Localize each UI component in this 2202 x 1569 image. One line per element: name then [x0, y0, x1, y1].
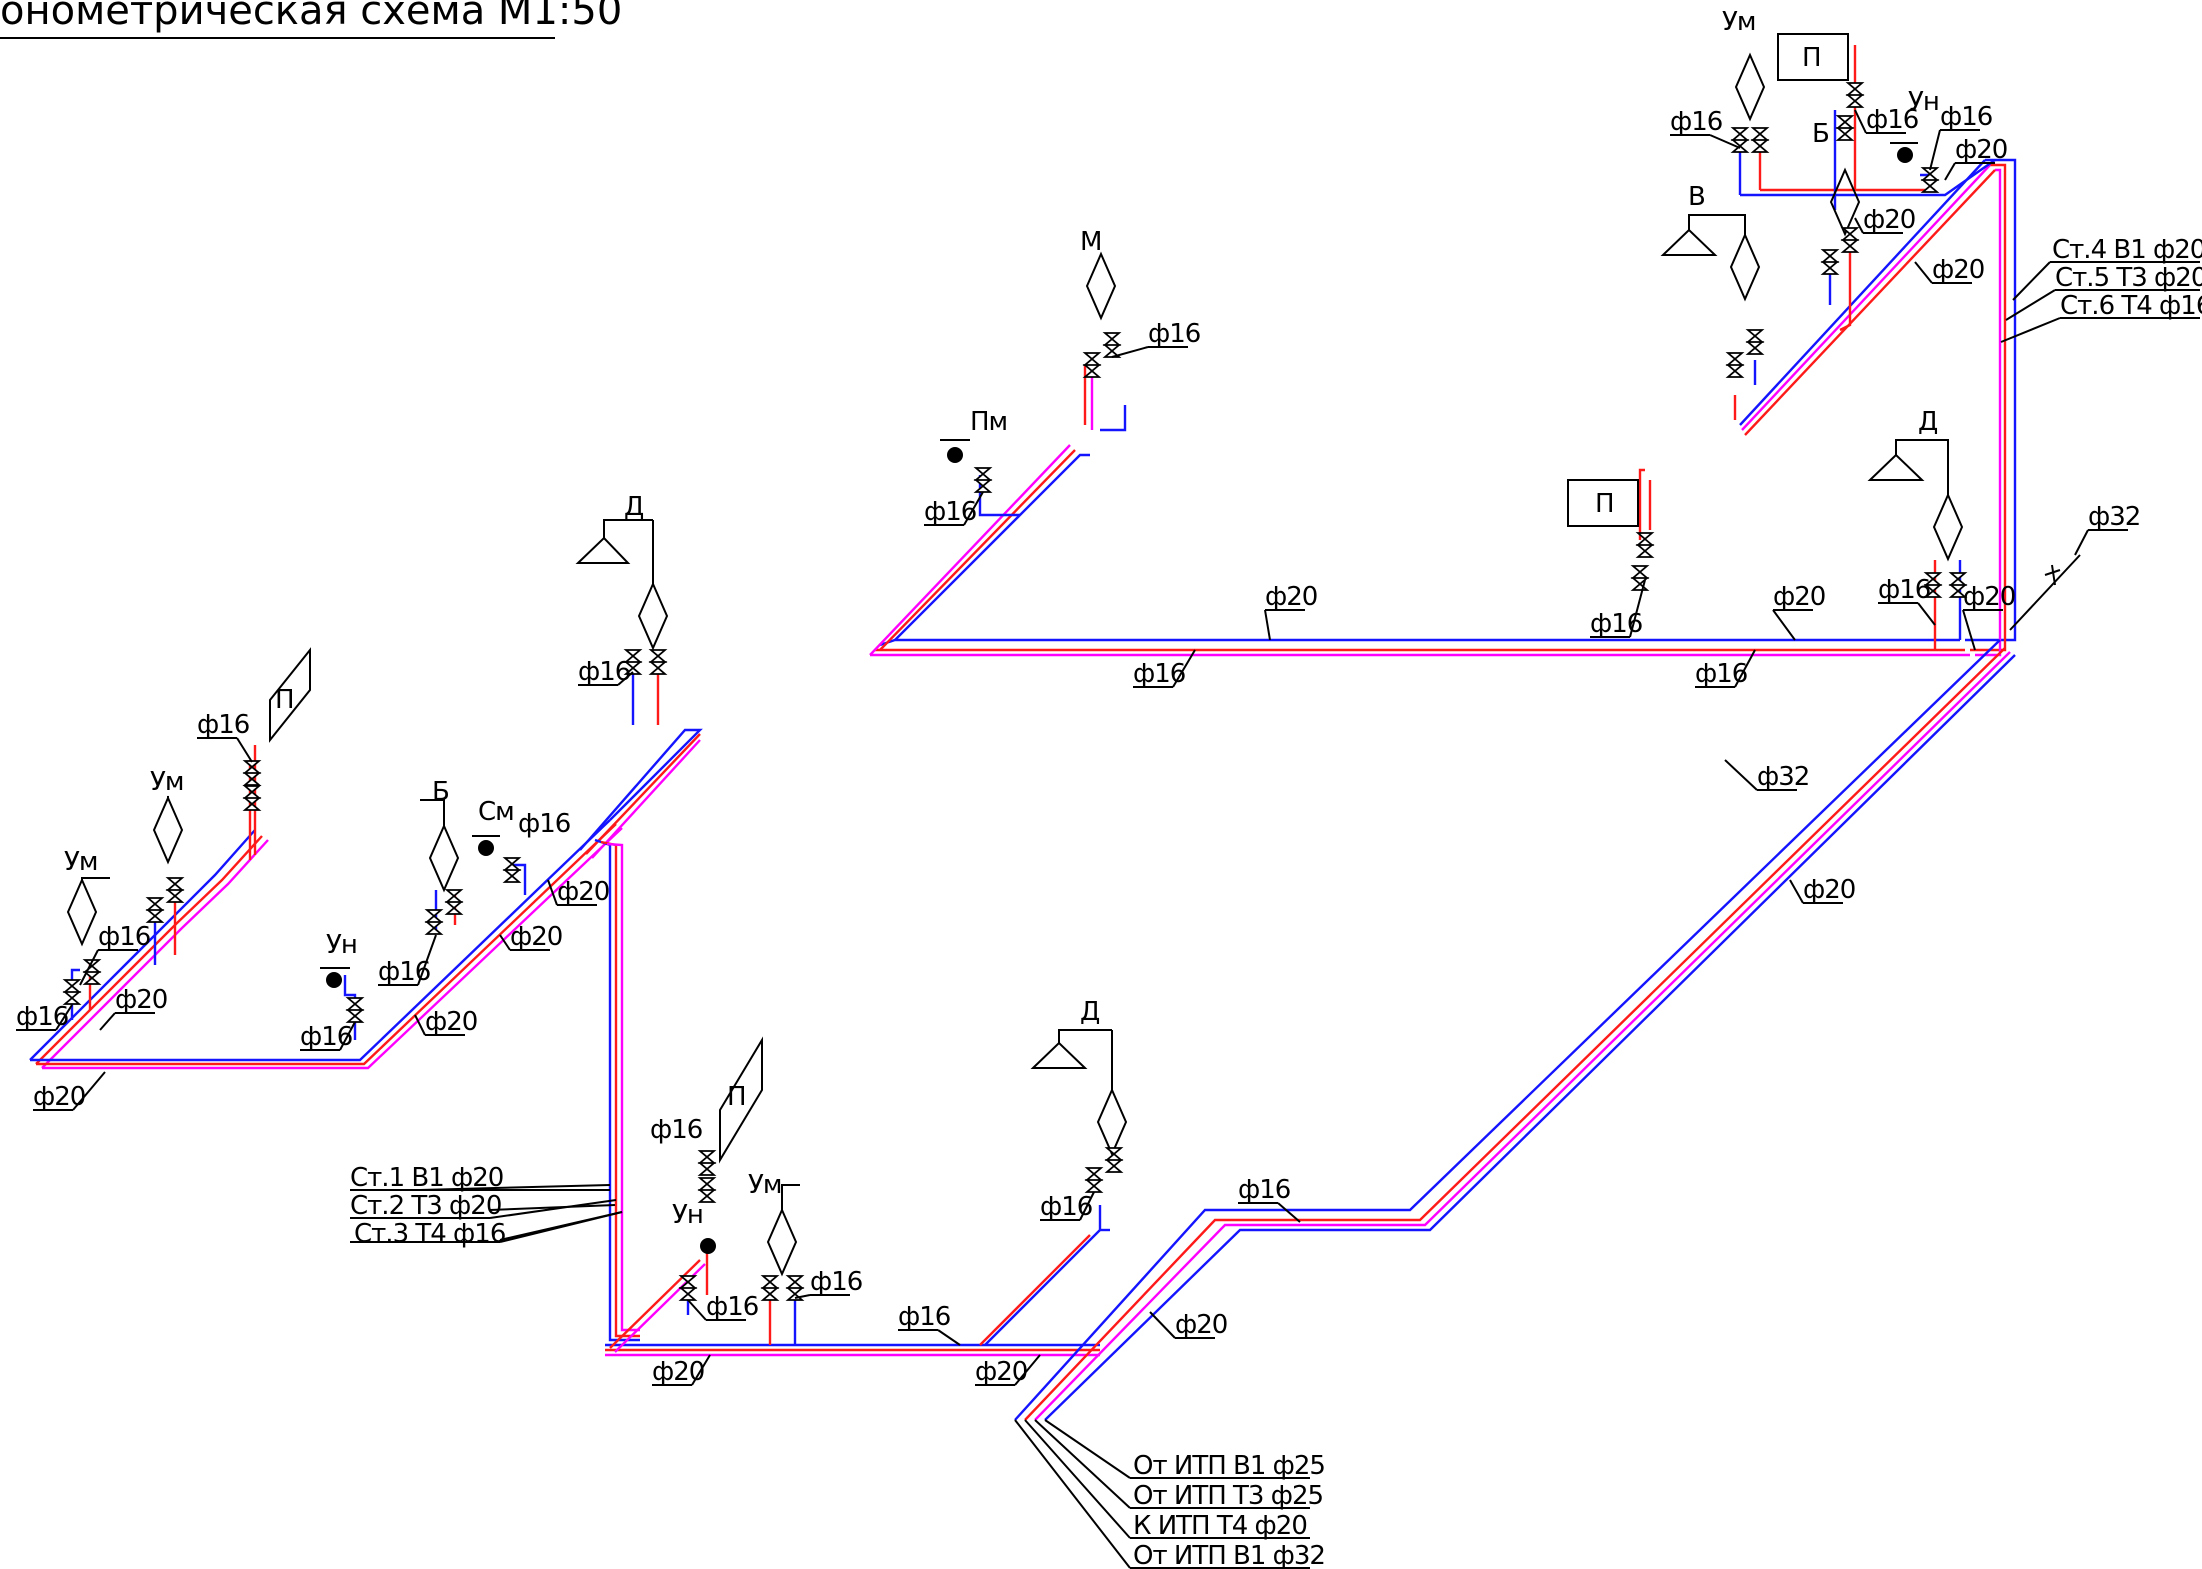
leader-lines: [350, 261, 2200, 1569]
diameter-label: ф16: [1590, 609, 1642, 639]
fixture-code: См: [478, 797, 514, 827]
diameter-label: ф16: [924, 497, 976, 527]
diameter-label: ф20: [115, 985, 167, 1015]
diameter-label: ф20: [1932, 255, 1984, 285]
diameter-label: ф20: [1773, 582, 1825, 612]
fixture-code: В: [1688, 182, 1705, 212]
diameter-label: ф20: [557, 877, 609, 907]
diameter-label: ф16: [1670, 107, 1722, 137]
fixture-code: Ум: [748, 1170, 781, 1200]
riser-label: Ст.5 Т3 ф20: [2055, 263, 2202, 293]
diameter-label: ф20: [33, 1082, 85, 1112]
diameter-label: ф16: [1133, 659, 1185, 689]
input-label: От ИТП В1 ф25: [1133, 1451, 1325, 1481]
riser-label: Ст.6 Т4 ф16: [2060, 291, 2202, 321]
fixture-codes: Ум Ум П Ун Б См Д П Ун Ум Д Пм М П Д Ум …: [64, 7, 1940, 1230]
left-lower-branch: [29, 728, 1102, 1357]
diameter-label: ф16: [1040, 1192, 1092, 1222]
input-label: От ИТП В1 ф32: [1133, 1541, 1325, 1569]
diameter-label: ф20: [1265, 582, 1317, 612]
fixture-code: Д: [1080, 997, 1100, 1027]
input-label: К ИТП Т4 ф20: [1133, 1511, 1307, 1541]
diameter-label: ф16: [518, 809, 570, 839]
diameter-label: ф20: [1863, 205, 1915, 235]
riser-labels-right: Ст.4 В1 ф20 Ст.5 Т3 ф20 Ст.6 Т4 ф16: [2052, 235, 2202, 321]
fixture-code: Ун: [1908, 87, 1939, 117]
fixture-code: Б: [1812, 119, 1829, 149]
input-label: От ИТП Т3 ф25: [1133, 1481, 1323, 1511]
upper-middle-branch: [869, 360, 1970, 657]
shower-heads: [575, 214, 1949, 1069]
riser-labels-left: Ст.1 В1 ф20 Ст.2 Т3 ф20 Ст.3 Т4 ф16: [350, 1163, 506, 1249]
fixture-code: П: [1802, 43, 1821, 73]
diameter-label: ф16: [1866, 105, 1918, 135]
upper-right-branch: [1733, 45, 2017, 657]
diameter-label: ф20: [1175, 1310, 1227, 1340]
diameter-label: ф16: [578, 657, 630, 687]
diameter-label: ф16: [1695, 659, 1747, 689]
riser-label: Ст.2 Т3 ф20: [350, 1191, 501, 1221]
diameter-label: ф16: [300, 1022, 352, 1052]
riser-label: Ст.1 В1 ф20: [350, 1163, 503, 1193]
diameter-labels: ф16 ф16 ф20 ф20 ф16 ф16 ф16 ф20 ф20 ф16 …: [16, 102, 2141, 1387]
diameter-label: ф20: [510, 922, 562, 952]
diagram-title: онометрическая схема М1:50: [0, 0, 622, 34]
input-labels: От ИТП В1 ф25 От ИТП Т3 ф25 К ИТП Т4 ф20…: [1133, 1451, 1326, 1569]
fixture-code: М: [1080, 227, 1101, 257]
diameter-label: ф20: [425, 1007, 477, 1037]
fixture-code: П: [727, 1082, 746, 1112]
diameter-label: ф20: [1803, 875, 1855, 905]
diameter-label: ф16: [197, 710, 249, 740]
diameter-label: ф16: [16, 1002, 68, 1032]
diameter-label: ф16: [98, 922, 150, 952]
diameter-label: ф16: [650, 1115, 702, 1145]
valves: [64, 82, 1966, 1301]
diameter-label: ф16: [1940, 102, 1992, 132]
fixture-code: Ум: [150, 767, 183, 797]
sink-boxes: [269, 33, 1849, 1164]
diameter-label: ф20: [652, 1357, 704, 1387]
fixture-code: Ун: [672, 1200, 703, 1230]
diameter-label: ф16: [810, 1267, 862, 1297]
fixtures-diamonds: [66, 52, 1964, 1277]
fixture-code: П: [1595, 489, 1614, 519]
diameter-label: ф16: [706, 1292, 758, 1322]
fixture-code: П: [275, 685, 294, 715]
main-trunk: [1014, 554, 2081, 1421]
diameter-label: ф16: [898, 1302, 950, 1332]
diameter-label: ф16: [1148, 319, 1200, 349]
fixture-code: Б: [432, 777, 449, 807]
diameter-label: ф32: [2088, 502, 2140, 532]
fixture-code: Ум: [64, 847, 97, 877]
diameter-label: ф20: [1955, 135, 2007, 165]
diameter-leaders: [16, 109, 2128, 1386]
fixture-code: Ум: [1722, 7, 1755, 37]
drain-points: [320, 142, 1918, 1254]
diameter-label: ф16: [1238, 1175, 1290, 1205]
diameter-label: ф32: [1757, 762, 1809, 792]
riser-label: Ст.3 Т4 ф16: [354, 1219, 505, 1249]
diameter-label: ф16: [1878, 575, 1930, 605]
fixture-code: Д: [624, 492, 644, 522]
fixture-code: Д: [1918, 407, 1938, 437]
diameter-label: ф20: [975, 1357, 1027, 1387]
riser-label: Ст.4 В1 ф20: [2052, 235, 2202, 265]
diameter-label: ф20: [1963, 582, 2015, 612]
fixture-code: Ун: [326, 930, 357, 960]
fixture-code: Пм: [970, 407, 1007, 437]
